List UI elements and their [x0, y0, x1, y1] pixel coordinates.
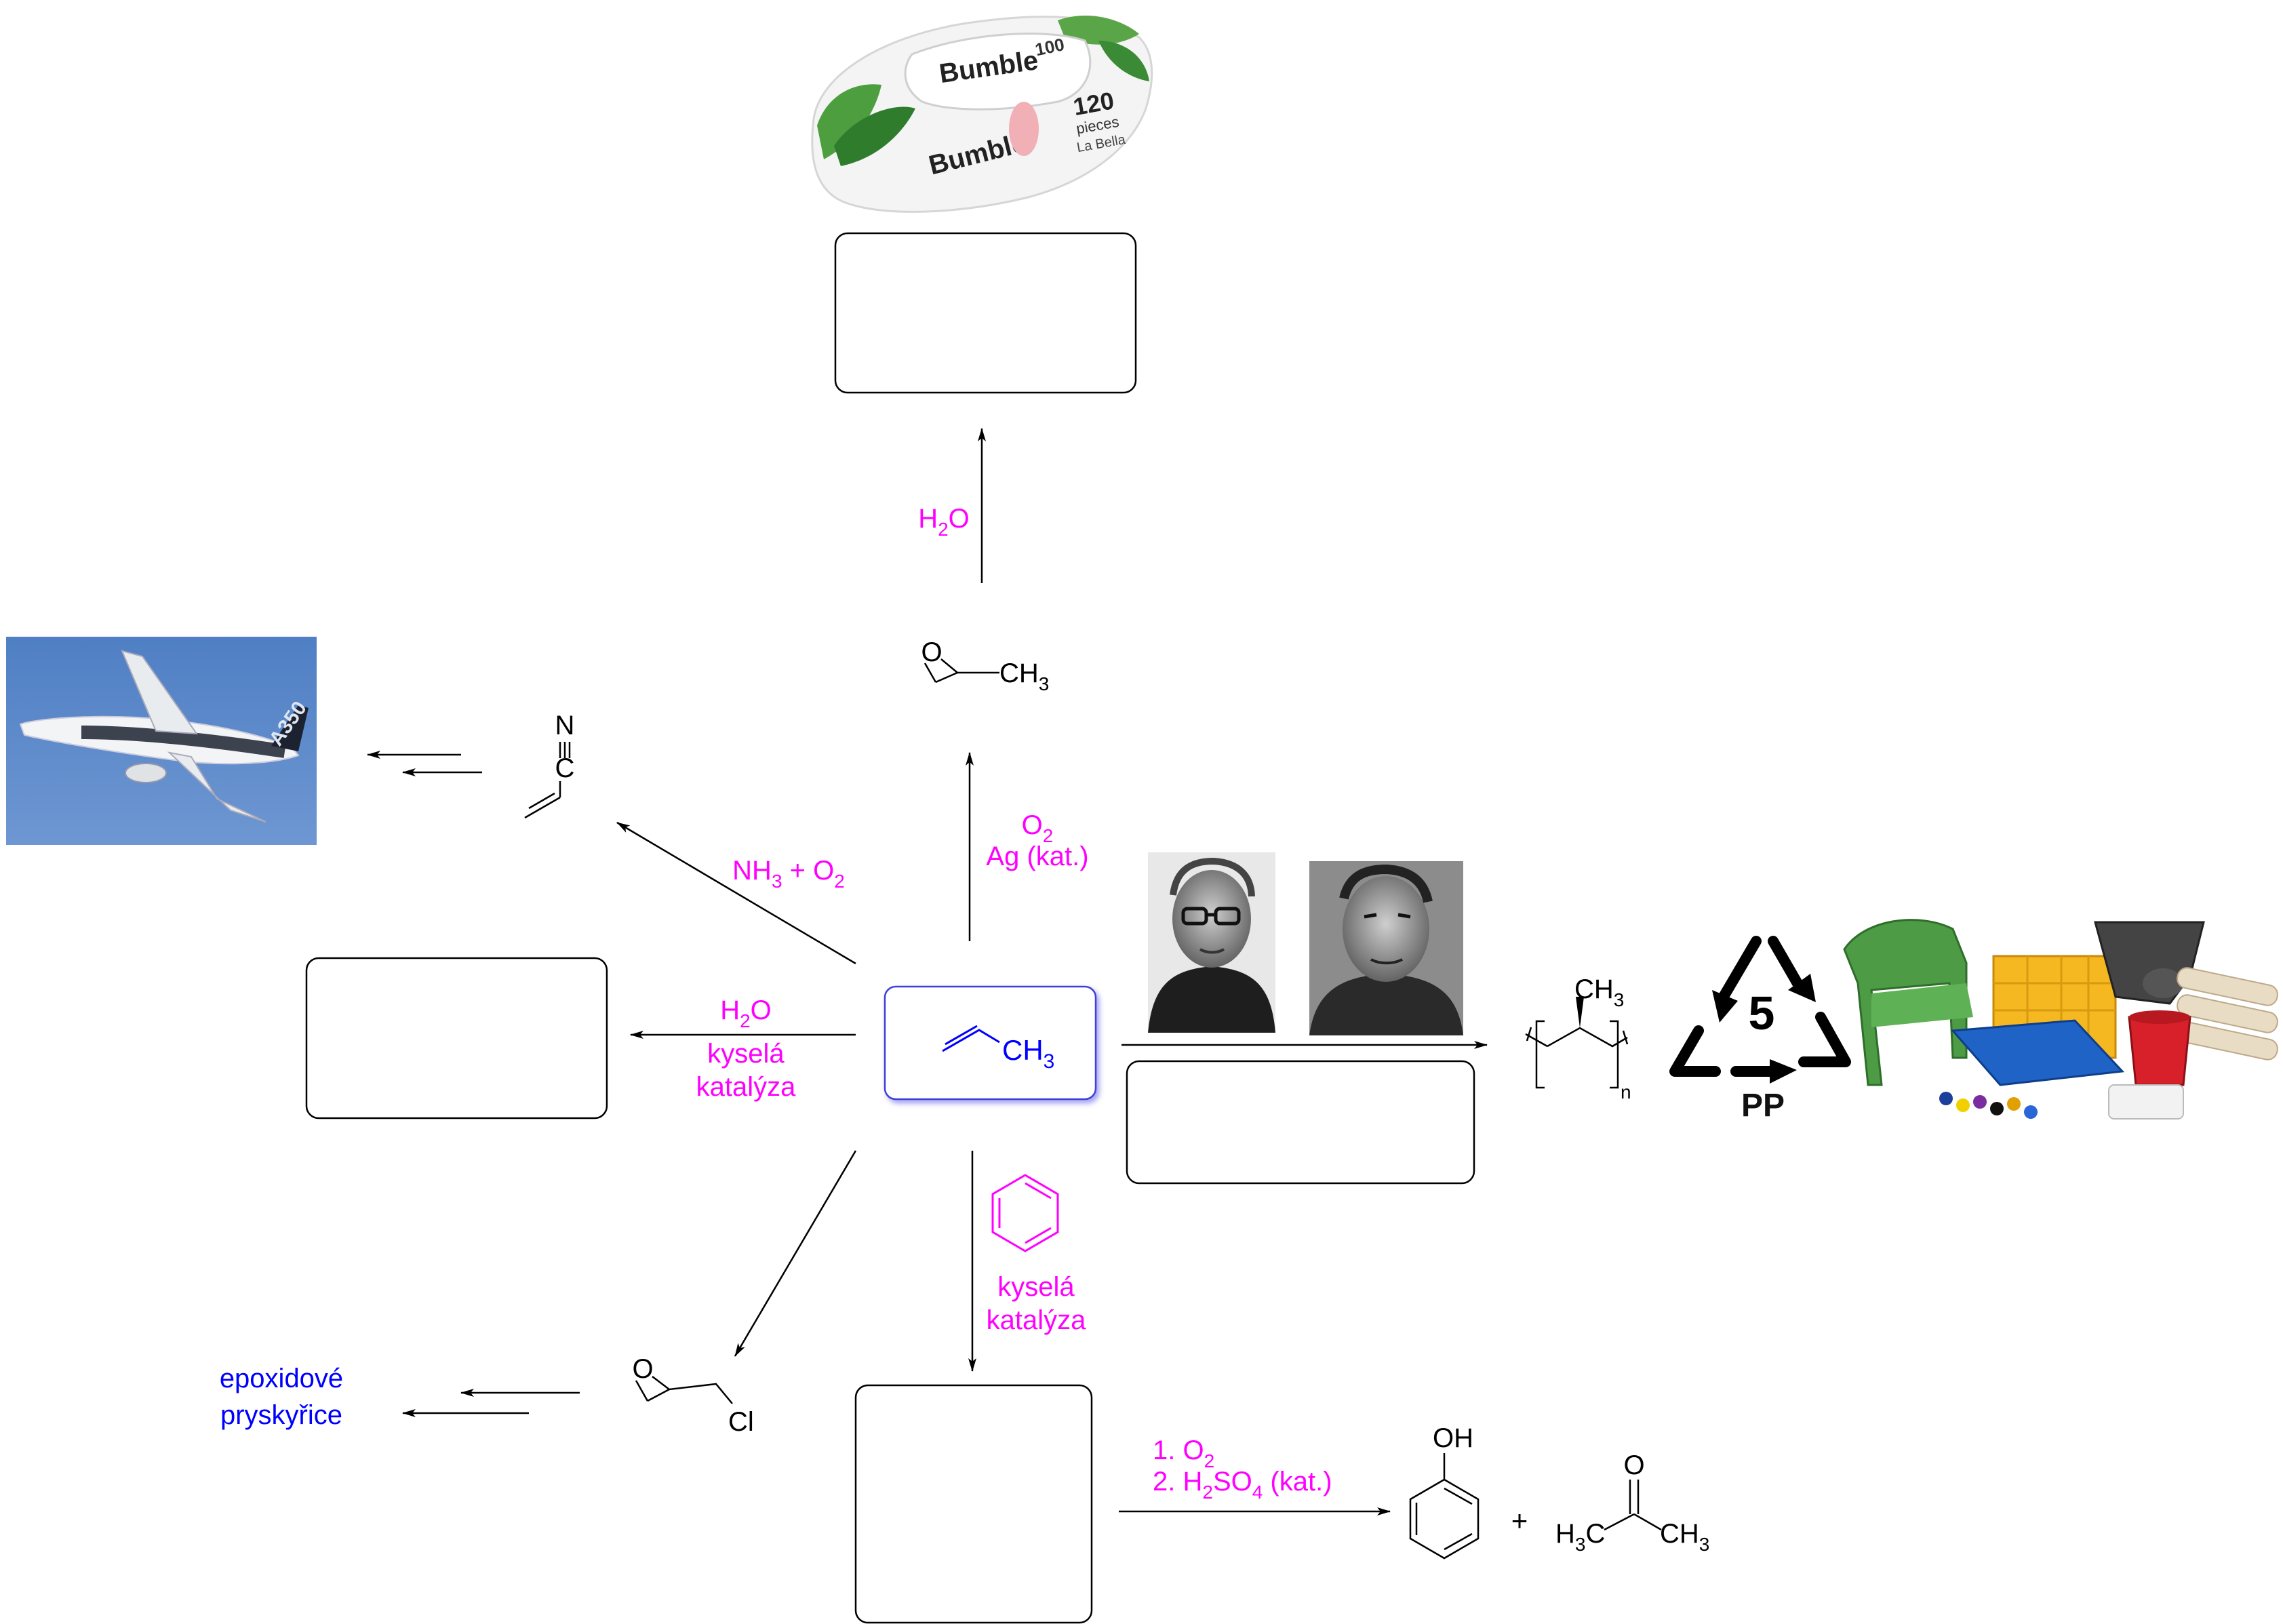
svg-text:Cl: Cl [728, 1407, 754, 1437]
svg-text:OH: OH [1433, 1423, 1473, 1453]
epichlorohydrin-structure: O Cl [632, 1354, 753, 1437]
propylene-oxide-structure: O CH3 [921, 637, 1049, 694]
svg-text:O: O [921, 637, 942, 667]
answer-box-polymerization-catalyst[interactable] [1126, 1060, 1475, 1185]
answer-box-propylene-glycol[interactable] [834, 232, 1137, 394]
plus-sign: + [1511, 1505, 1528, 1537]
phenol-structure: OH [1409, 1423, 1480, 1560]
epoxidation-catalyst: Ag (kat.) [986, 841, 1088, 871]
svg-text:CH3: CH3 [1574, 974, 1624, 1010]
svg-text:CH3: CH3 [999, 658, 1049, 694]
cumene-oxidation-step-1: 1. O2 [1153, 1435, 1214, 1471]
svg-text:5: 5 [1749, 987, 1775, 1039]
answer-box-isopropanol[interactable] [305, 957, 608, 1120]
polypropylene-products-image [1843, 919, 2278, 1120]
svg-text:H3C: H3C [1555, 1519, 1605, 1555]
propene-box: CH3 [884, 985, 1097, 1101]
svg-text:PP: PP [1741, 1088, 1785, 1124]
alkylation-condition-1: kyselá [997, 1272, 1075, 1302]
acetone-structure: O H3C CH3 [1555, 1450, 1709, 1555]
ammoxidation-reagent: NH3 + O2 [732, 856, 845, 892]
airplane-image: A350 [6, 637, 317, 845]
epoxidation-reagent-o2: O2 [1022, 810, 1054, 846]
benzene-reagent-icon [991, 1174, 1059, 1252]
svg-text:CH3: CH3 [1660, 1519, 1709, 1555]
propene-formula: CH3 [1002, 1034, 1054, 1073]
portrait-ziegler-image [1148, 852, 1275, 1033]
svg-text:C: C [555, 753, 575, 783]
hydration-condition-1: kyselá [707, 1039, 785, 1069]
wet-wipes-image: Bumble Bumble 120 pieces 100 La Bella [811, 15, 1153, 213]
recycling-symbol-icon: 5 PP [1669, 936, 1851, 1124]
svg-text:n: n [1621, 1082, 1631, 1103]
hydrolysis-reagent: H2O [918, 504, 970, 540]
svg-text:N: N [555, 711, 575, 740]
cumene-oxidation-step-2: 2. H2SO4 (kat.) [1153, 1467, 1332, 1503]
arrow-to-acrylonitrile [616, 821, 856, 965]
alkylation-condition-2: katalýza [987, 1305, 1086, 1335]
arrow-to-epichlorohydrin [734, 1150, 857, 1357]
epoxy-resins-label-1: epoxidové [220, 1364, 343, 1393]
polypropylene-structure: CH3 n [1525, 974, 1631, 1103]
acrylonitrile-structure: N C [524, 711, 575, 819]
hydration-reagent: H2O [720, 995, 772, 1031]
svg-text:O: O [632, 1354, 653, 1384]
svg-text:O: O [1623, 1450, 1644, 1480]
hydration-condition-2: katalýza [696, 1072, 796, 1102]
portrait-natta-image [1309, 861, 1463, 1035]
epoxy-resins-label-2: pryskyřice [220, 1400, 342, 1430]
answer-box-cumene[interactable] [854, 1384, 1093, 1624]
